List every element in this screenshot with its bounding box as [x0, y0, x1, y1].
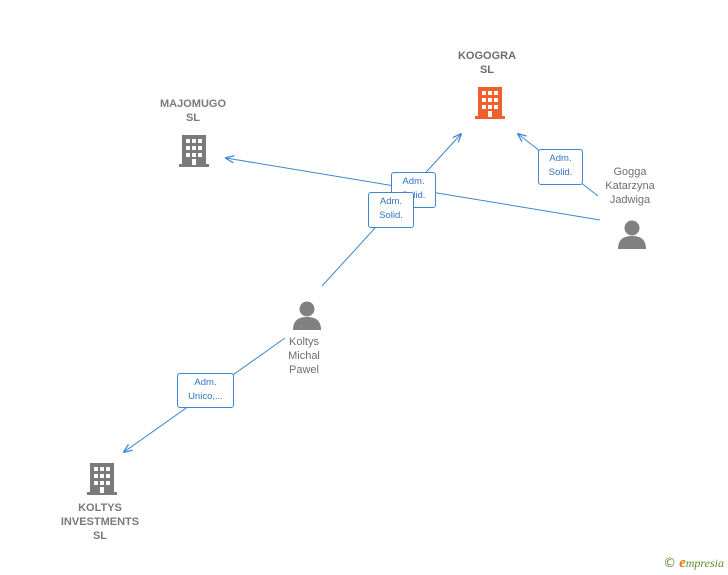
- edge-label-michal-koltys-investments[interactable]: Adm. Unico,...: [177, 373, 234, 408]
- edge-label-michal-kogogra[interactable]: Adm. Solid.: [368, 192, 414, 228]
- building-icon[interactable]: [178, 133, 210, 167]
- koltys-michal-label[interactable]: Koltys Michal Pawel: [288, 336, 320, 376]
- copyright-icon: ©: [663, 556, 677, 571]
- majomugo-label[interactable]: MAJOMUGO SL: [160, 98, 226, 124]
- person-icon[interactable]: [616, 219, 648, 249]
- koltys-investments-label[interactable]: KOLTYS INVESTMENTS SL: [60, 502, 140, 542]
- empresia-logo: © empresia: [663, 555, 724, 572]
- kogogra-label[interactable]: KOGOGRA SL: [457, 50, 517, 76]
- edge-label-gogga-kogogra[interactable]: Adm. Solid.: [538, 149, 583, 185]
- brand-initial: e: [679, 555, 686, 571]
- brand-name: mpresia: [685, 556, 724, 570]
- gogga-label[interactable]: Gogga Katarzyna Jadwiga: [605, 166, 655, 206]
- building-icon[interactable]: [474, 85, 506, 119]
- building-icon[interactable]: [86, 461, 118, 495]
- person-icon[interactable]: [291, 300, 323, 330]
